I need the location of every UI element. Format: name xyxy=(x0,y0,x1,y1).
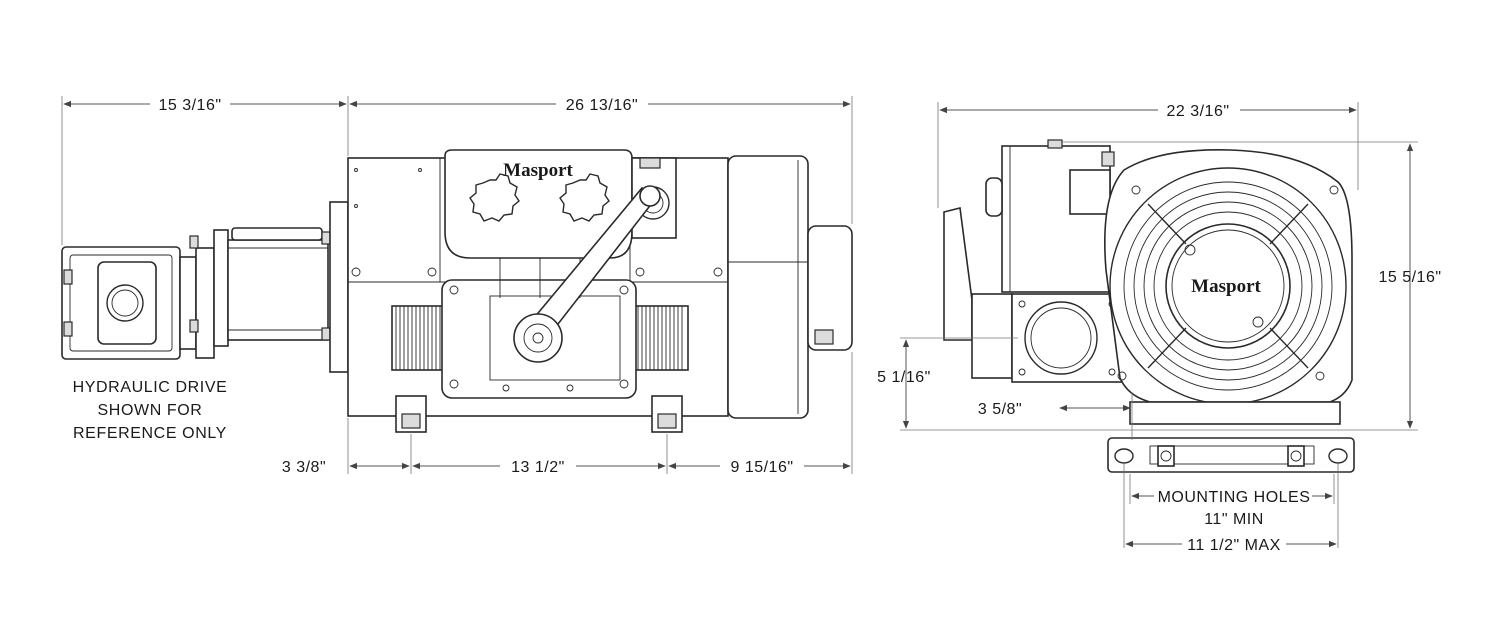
dim-mounting-max: 11 1/2" MAX xyxy=(1187,537,1281,554)
dim-foot-offset: 3 3/8" xyxy=(282,459,326,476)
dim-port-height: 5 1/16" xyxy=(877,369,931,386)
drive-note-line-2: SHOWN FOR xyxy=(98,402,203,419)
drive-note-line-3: REFERENCE ONLY xyxy=(73,425,227,442)
dim-right-offset: 9 15/16" xyxy=(730,459,793,476)
side-dimension-top: 15 3/16" 26 13/16" xyxy=(61,94,853,245)
dim-front-height: 15 5/16" xyxy=(1378,269,1441,286)
dim-mounting-holes: MOUNTING HOLES xyxy=(1158,489,1311,506)
front-dimensions: 22 3/16" 15 5/16" 5 1/16" 3 5/8" MOUNTIN… xyxy=(877,100,1441,554)
side-main-body: Masport xyxy=(347,149,853,433)
side-brand-logo: Masport xyxy=(503,160,573,181)
side-view: Masport xyxy=(61,94,853,476)
front-view: Masport 22 3/16" 15 5/16" xyxy=(877,100,1441,554)
hydraulic-drive xyxy=(61,201,349,373)
dim-port-offset: 3 5/8" xyxy=(978,401,1022,418)
dim-foot-span: 13 1/2" xyxy=(511,459,565,476)
dim-mounting-min: 11" MIN xyxy=(1204,511,1264,528)
dim-side-main-width: 26 13/16" xyxy=(566,97,638,114)
front-brand-logo: Masport xyxy=(1191,276,1261,297)
dim-front-width: 22 3/16" xyxy=(1166,103,1229,120)
side-dimension-bottom: 3 3/8" 13 1/2" 9 15/16" xyxy=(282,352,853,476)
dim-drive-width: 15 3/16" xyxy=(158,97,221,114)
drive-note-line-1: HYDRAULIC DRIVE xyxy=(73,379,228,396)
